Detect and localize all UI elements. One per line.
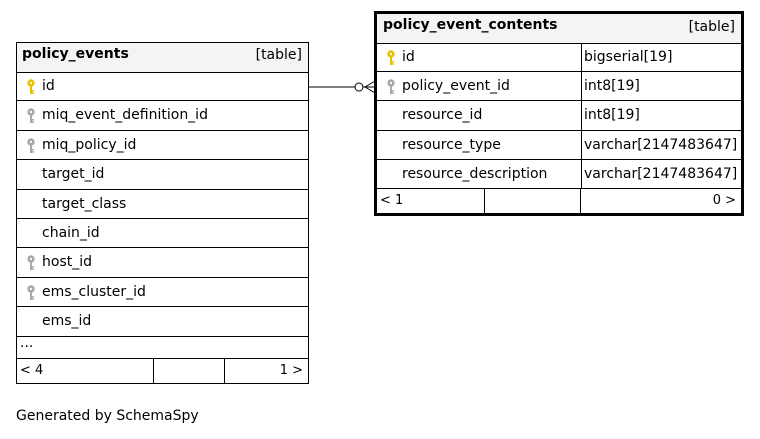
table-footer: < 1 0 > xyxy=(377,188,741,213)
column-name: host_id xyxy=(42,254,92,271)
ellipsis-text: ... xyxy=(20,335,34,351)
more-columns-row: ... xyxy=(17,335,308,359)
column-row[interactable]: miq_event_definition_id xyxy=(17,101,308,131)
column-name: target_id xyxy=(42,166,105,183)
column-row[interactable]: resource_description varchar[2147483647] xyxy=(377,159,741,189)
column-name: ems_id xyxy=(42,313,92,330)
column-row[interactable]: resource_type varchar[2147483647] xyxy=(377,130,741,160)
column-name: policy_event_id xyxy=(402,78,510,95)
foreign-key-icon xyxy=(26,255,36,271)
column-type: int8[19] xyxy=(584,78,640,95)
column-name: resource_type xyxy=(402,136,501,153)
column-row[interactable]: ems_id xyxy=(17,307,308,337)
column-type: bigserial[19] xyxy=(584,49,673,65)
foreign-key-icon xyxy=(26,138,36,154)
column-type: int8[19] xyxy=(584,107,640,124)
column-name: resource_description xyxy=(402,165,548,182)
column-name: miq_policy_id xyxy=(42,136,137,153)
column-name: chain_id xyxy=(42,225,100,241)
foreign-key-icon xyxy=(26,108,36,124)
column-row[interactable]: resource_id int8[19] xyxy=(377,101,741,131)
table-header: policy_event_contents [table] xyxy=(377,14,741,44)
column-name: ems_cluster_id xyxy=(42,283,146,300)
table-header: policy_events [table] xyxy=(17,43,308,73)
column-row[interactable]: host_id xyxy=(17,248,308,278)
column-row[interactable]: id xyxy=(17,72,308,102)
children-count[interactable]: 1 > xyxy=(279,363,303,378)
column-name: id xyxy=(42,78,55,94)
foreign-key-icon xyxy=(26,285,36,301)
column-row[interactable]: target_class xyxy=(17,190,308,219)
table-policy-events[interactable]: policy_events [table] id miq_event_defini… xyxy=(16,42,309,384)
table-policy-event-contents[interactable]: policy_event_contents [table] id bigseria… xyxy=(374,11,744,216)
table-name: policy_event_contents xyxy=(383,17,558,33)
table-footer: < 4 1 > xyxy=(17,358,308,383)
column-type: varchar[2147483647] xyxy=(584,136,738,153)
column-row[interactable]: miq_policy_id xyxy=(17,131,308,161)
column-name: resource_id xyxy=(402,107,483,124)
table-name: policy_events xyxy=(22,46,129,62)
parents-count[interactable]: < 1 xyxy=(380,193,404,208)
primary-key-icon xyxy=(386,50,396,66)
column-name: target_class xyxy=(42,195,127,212)
column-name: miq_event_definition_id xyxy=(42,107,208,124)
parents-count[interactable]: < 4 xyxy=(20,363,44,378)
column-row[interactable]: ems_cluster_id xyxy=(17,278,308,308)
primary-key-icon xyxy=(26,79,36,95)
children-count[interactable]: 0 > xyxy=(712,193,736,208)
foreign-key-icon xyxy=(386,79,396,95)
column-row[interactable]: policy_event_id int8[19] xyxy=(377,72,741,102)
column-name: id xyxy=(402,49,415,65)
column-row[interactable]: target_id xyxy=(17,160,308,190)
generated-by-caption: Generated by SchemaSpy xyxy=(16,408,199,424)
column-row[interactable]: chain_id xyxy=(17,219,308,249)
column-type: varchar[2147483647] xyxy=(584,165,738,182)
table-kind: [table] xyxy=(255,47,302,63)
table-kind: [table] xyxy=(688,19,735,35)
column-row[interactable]: id bigserial[19] xyxy=(377,43,741,73)
